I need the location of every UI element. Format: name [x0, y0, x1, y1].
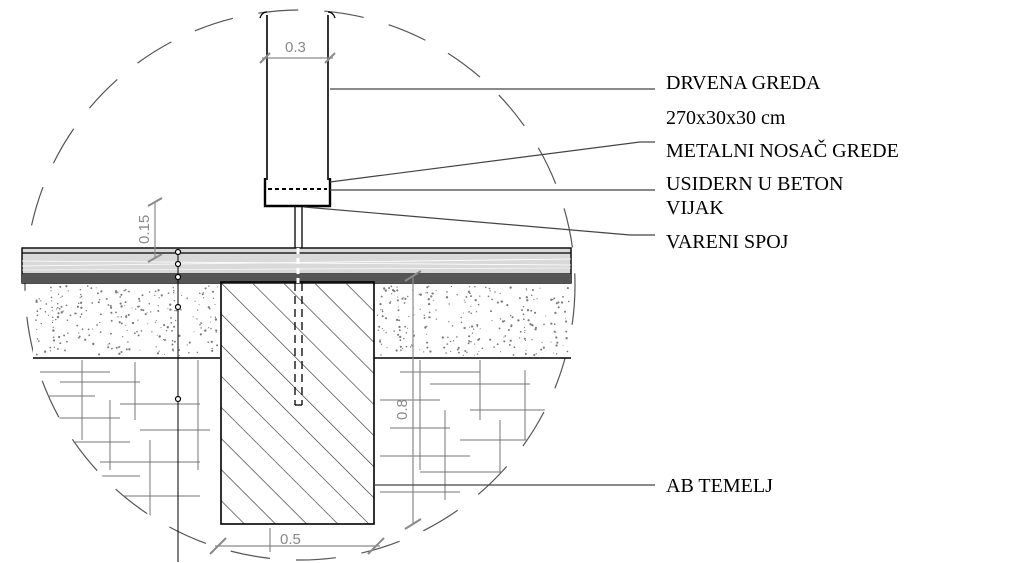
label-anchored: USIDERN U BETON — [666, 173, 843, 195]
dimension-footing-width — [209, 528, 385, 555]
label-bolt: VIJAK — [666, 197, 724, 219]
dimension-depth — [404, 270, 422, 530]
metal-holder — [263, 178, 332, 208]
wooden-beam — [259, 11, 336, 180]
concrete-layer — [33, 283, 571, 359]
label-weld: VARENI SPOJ — [666, 231, 789, 253]
label-holder: METALNI NOSAČ GREDE — [666, 138, 899, 162]
annotation-labels: DRVENA GREDA 270x30x30 cm METALNI NOSAČ … — [666, 72, 899, 497]
dimension-gap-label: 0.15 — [136, 215, 153, 244]
dimension-footing-width-label: 0.5 — [280, 531, 301, 548]
level-line — [174, 248, 182, 562]
dimension-beam-width — [259, 52, 336, 64]
label-foundation: AB TEMELJ — [666, 475, 773, 497]
dimension-beam-width-label: 0.3 — [285, 39, 306, 56]
dimension-gap — [147, 197, 163, 263]
detail-circle — [24, 9, 576, 561]
leader-lines — [303, 88, 655, 486]
label-beam: DRVENA GREDA — [666, 72, 821, 94]
label-beam-size: 270x30x30 cm — [666, 107, 786, 129]
anchor-bolt — [294, 206, 303, 406]
dimension-depth-label: 0.8 — [394, 399, 411, 420]
rc-foundation — [220, 281, 375, 525]
